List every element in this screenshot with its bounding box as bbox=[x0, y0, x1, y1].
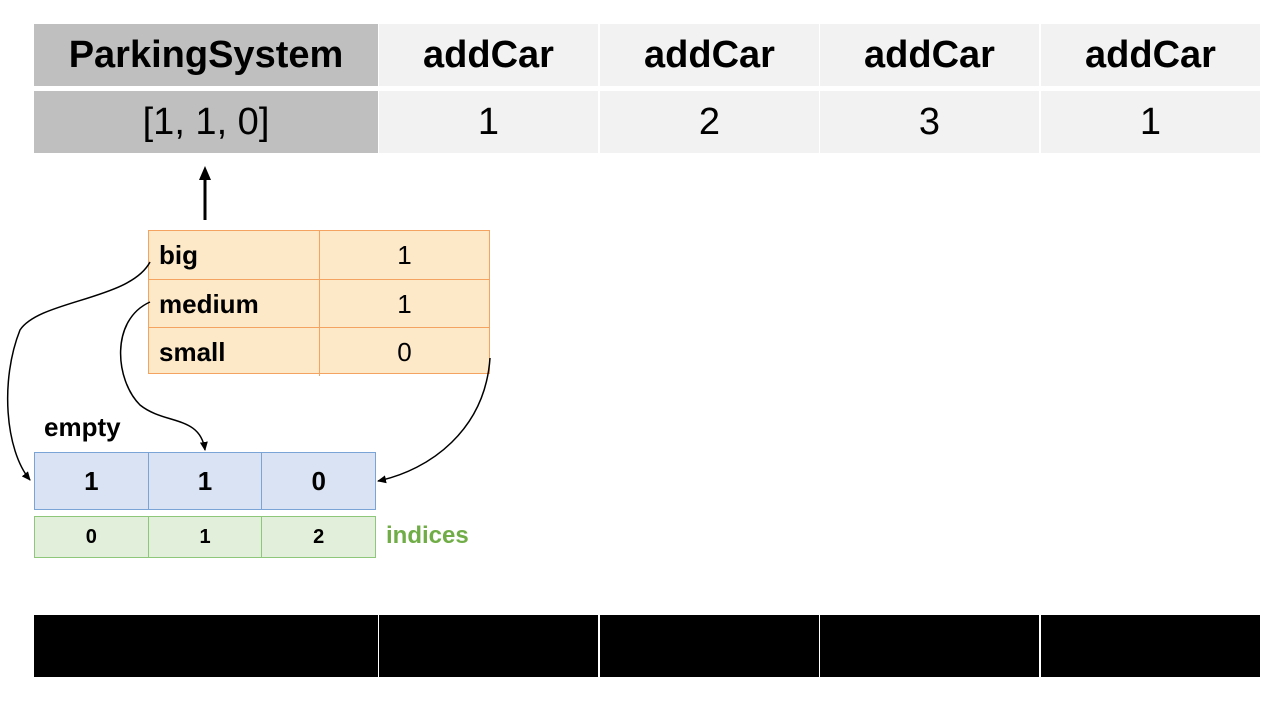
params-value: 1 bbox=[319, 280, 489, 328]
array-cell: 0 bbox=[261, 453, 375, 509]
output-cell-op-1 bbox=[379, 615, 598, 677]
empty-array: 1 1 0 bbox=[34, 452, 376, 510]
header-cell-op-4: addCar bbox=[1041, 24, 1260, 86]
header-cell-op-3: addCar bbox=[820, 24, 1039, 86]
array-cell: 1 bbox=[84, 465, 99, 496]
params-key: big bbox=[159, 239, 198, 270]
output-cell-constructor bbox=[34, 615, 378, 677]
output-cell-op-4 bbox=[1041, 615, 1260, 677]
params-row-small: small 0 bbox=[149, 327, 489, 376]
arg-cell-constructor: [1, 1, 0] bbox=[34, 91, 378, 153]
params-key: small bbox=[159, 336, 226, 367]
params-value: 1 bbox=[319, 231, 489, 279]
header-cell-op-2: addCar bbox=[600, 24, 819, 86]
arg-cell-op-1: 1 bbox=[379, 91, 598, 153]
empty-array-label: empty bbox=[44, 412, 121, 442]
arrow-big-to-index0 bbox=[6, 261, 151, 481]
output-cell-op-2 bbox=[600, 615, 819, 677]
arrow-small-to-index2 bbox=[377, 357, 491, 484]
params-row-big: big 1 bbox=[149, 231, 489, 279]
output-cell-op-3 bbox=[820, 615, 1039, 677]
index-cell: 1 bbox=[147, 517, 262, 557]
indices-label: indices bbox=[386, 522, 469, 549]
header-cell-constructor: ParkingSystem bbox=[34, 24, 378, 86]
header-cell-op-1: addCar bbox=[379, 24, 598, 86]
arg-cell-op-4: 1 bbox=[1041, 91, 1260, 153]
params-value: 0 bbox=[319, 328, 489, 376]
array-cell: 1 bbox=[147, 453, 262, 509]
arg-cell-op-3: 3 bbox=[820, 91, 1039, 153]
params-row-medium: medium 1 bbox=[149, 279, 489, 328]
index-cell: 2 bbox=[261, 517, 375, 557]
arg-cell-op-2: 2 bbox=[600, 91, 819, 153]
indices-array: 0 1 2 bbox=[34, 516, 376, 558]
index-cell: 0 bbox=[85, 525, 97, 548]
params-key: medium bbox=[159, 288, 259, 319]
arrow-medium-to-index1 bbox=[119, 301, 208, 451]
params-table: big 1 medium 1 small 0 bbox=[148, 230, 490, 376]
